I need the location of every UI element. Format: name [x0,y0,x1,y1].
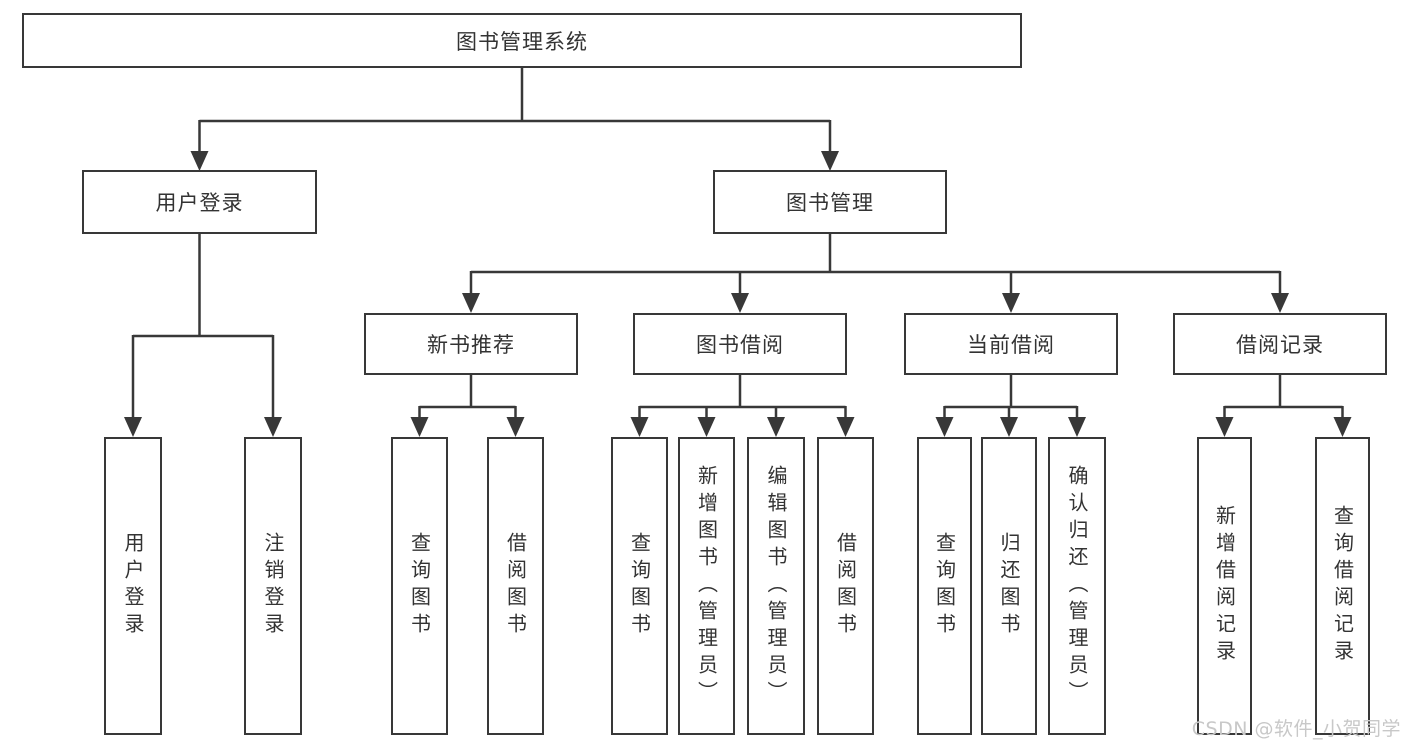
leaf-user-login: 用户登录 [104,437,162,735]
node-book-borrowing: 图书借阅 [633,313,847,375]
connector-bookborrow-to-leaves [638,375,847,419]
connector-newbook-to-leaves [418,375,517,419]
node-current-borrowing: 当前借阅 [904,313,1118,375]
csdn-watermark: CSDN @软件_小贺同学 [1191,718,1401,740]
connector-bookmgmt-to-level3 [469,234,1282,295]
leaf-borrowing-edit-books-admin: 编辑图书（管理员） [747,437,805,735]
leaf-newbook-query-books: 查询图书 [391,437,448,735]
leaf-records-add-record: 新增借阅记录 [1197,437,1252,735]
leaf-current-query-books: 查询图书 [917,437,972,735]
connector-userlogin-to-leaves [131,234,275,419]
connector-currentborrow-to-leaves [943,375,1079,419]
node-new-book-recommend: 新书推荐 [364,313,578,375]
leaf-borrowing-query-books: 查询图书 [611,437,668,735]
node-root-system: 图书管理系统 [22,13,1022,68]
node-user-login: 用户登录 [82,170,317,234]
leaf-logout: 注销登录 [244,437,302,735]
leaf-current-return-books: 归还图书 [981,437,1037,735]
node-book-management: 图书管理 [713,170,947,234]
leaf-records-query-record: 查询借阅记录 [1315,437,1370,735]
arrowheads [124,151,1352,437]
connector-root-to-level2 [198,68,832,153]
leaf-current-confirm-return-admin: 确认归还（管理员） [1048,437,1106,735]
leaf-borrowing-borrow-books: 借阅图书 [817,437,874,735]
connector-records-to-leaves [1223,375,1344,419]
leaf-borrowing-add-books-admin: 新增图书（管理员） [678,437,735,735]
node-borrowing-records: 借阅记录 [1173,313,1387,375]
leaf-newbook-borrow-books: 借阅图书 [487,437,544,735]
